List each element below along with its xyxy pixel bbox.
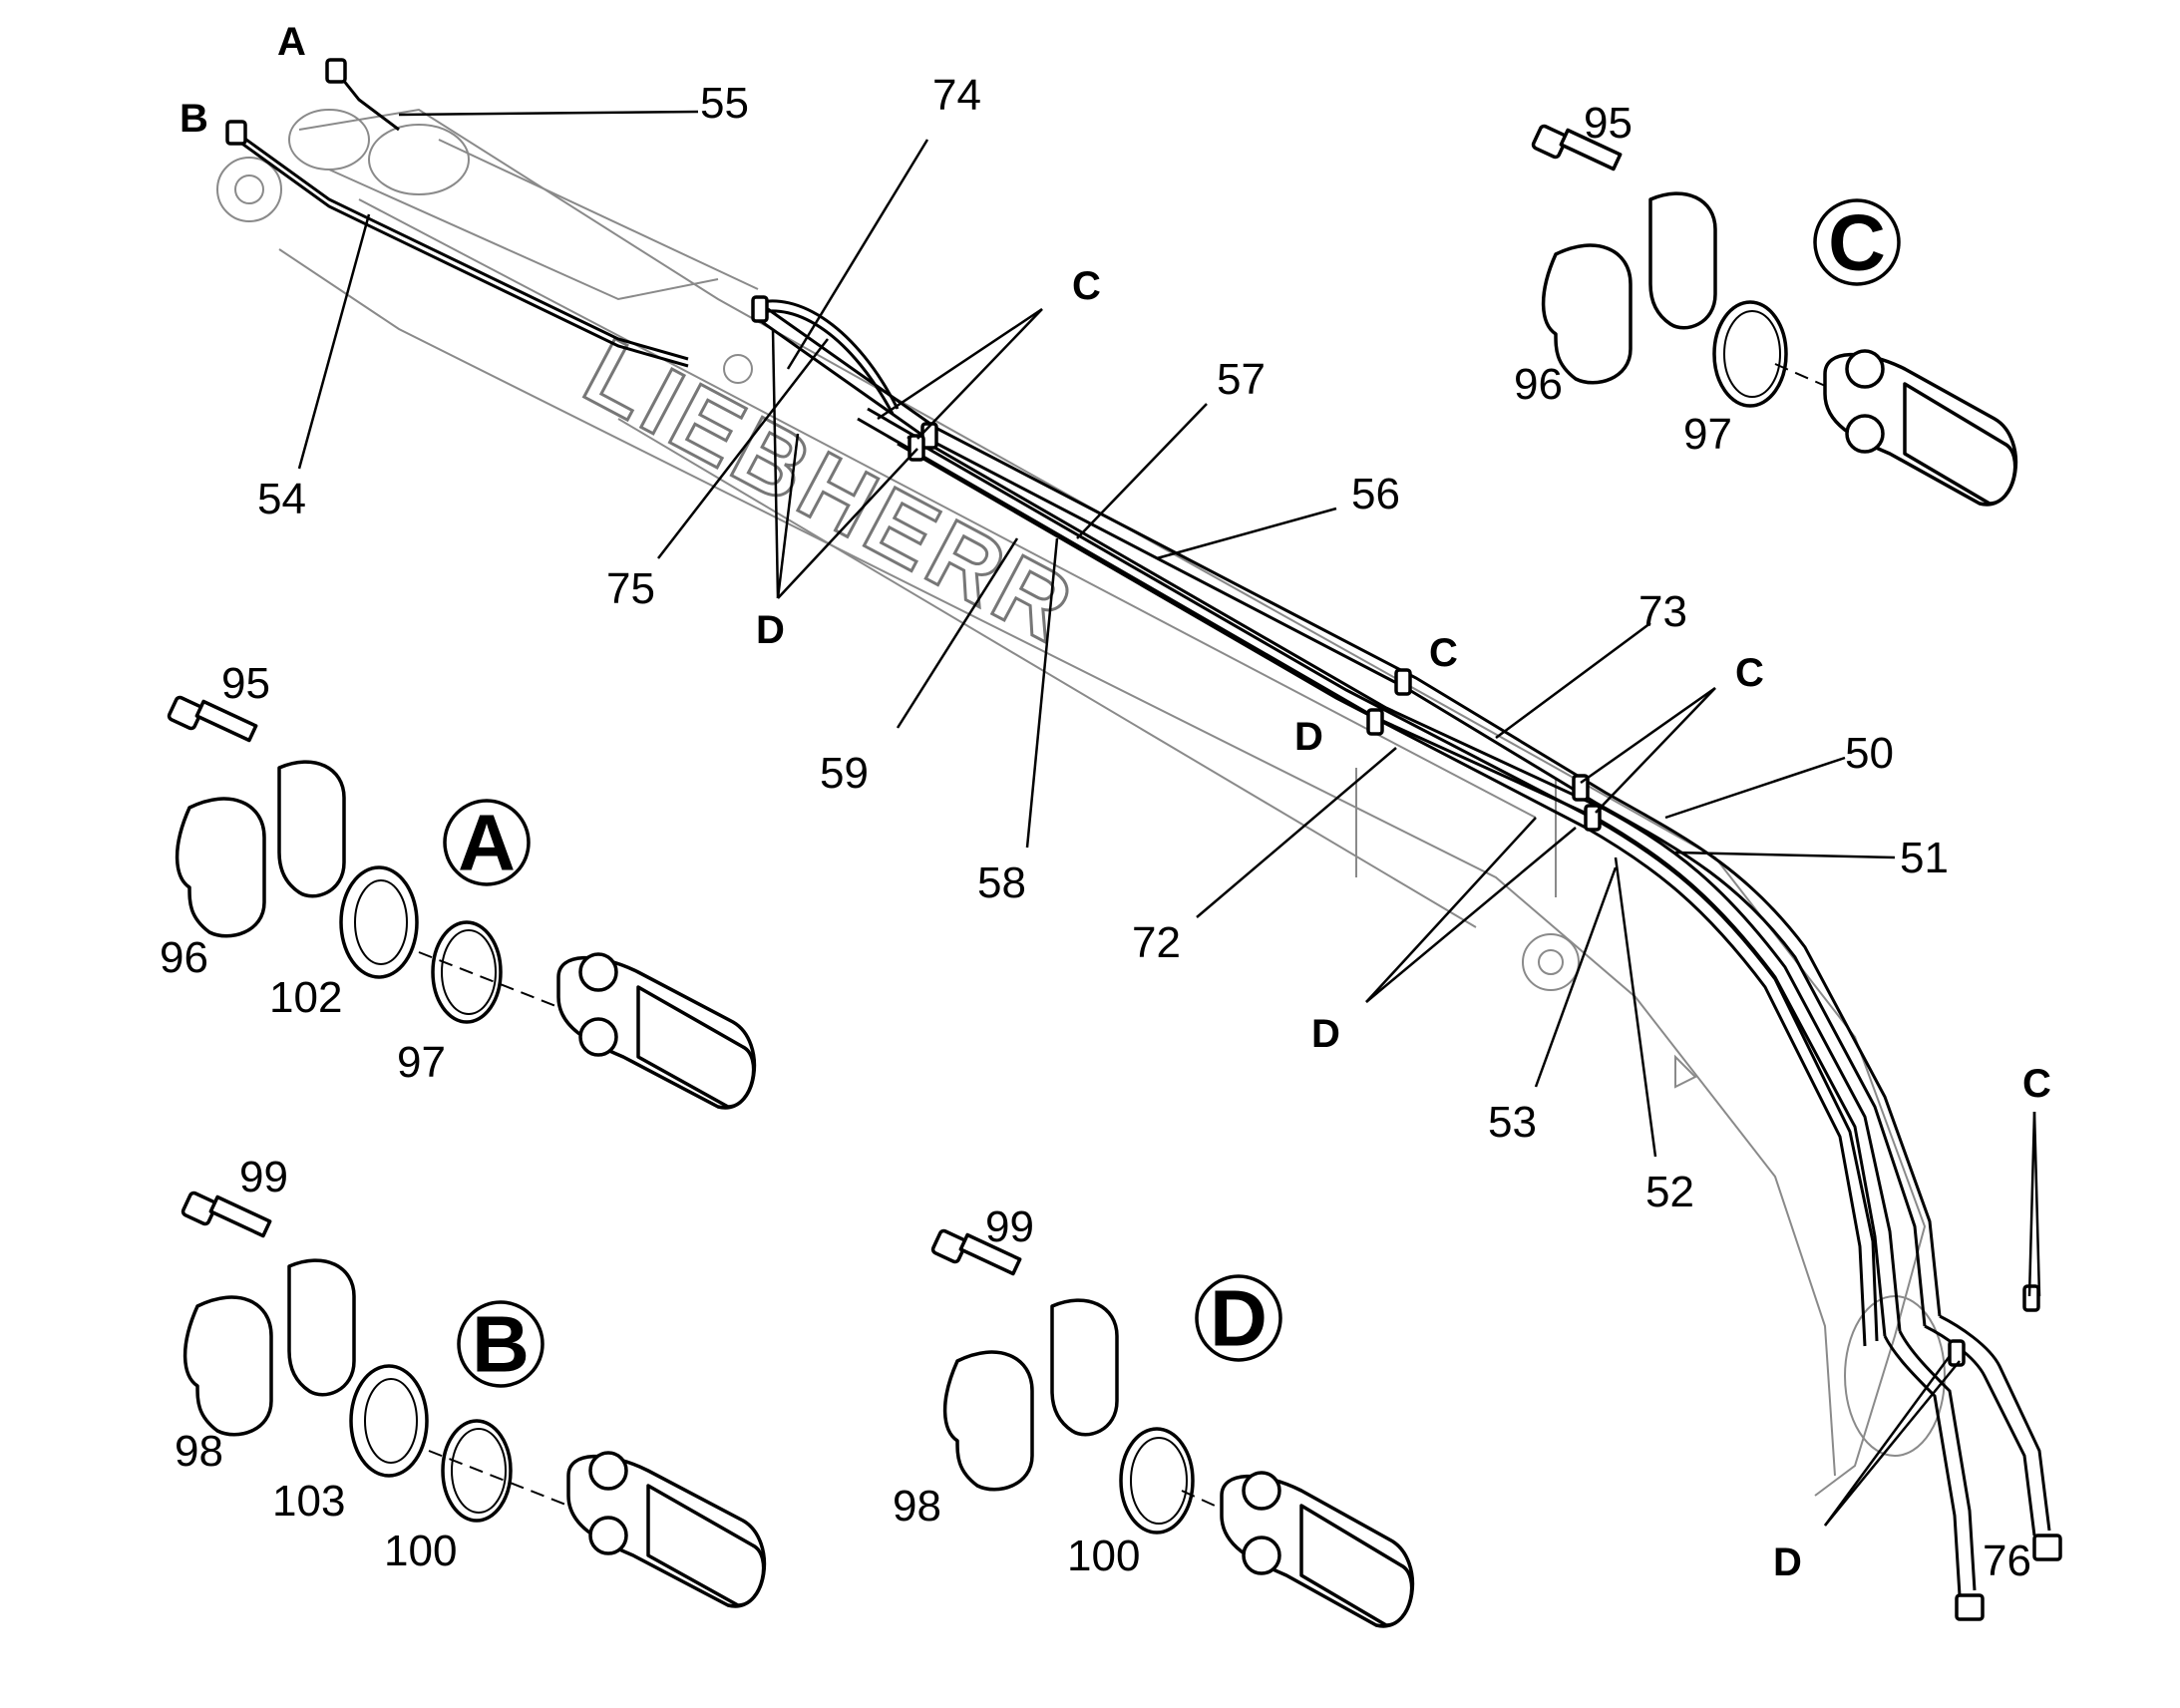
o-ring-100-b — [441, 1419, 513, 1523]
detail-a-assembly: A — [167, 695, 757, 1110]
label-100-d: 100 — [1067, 1532, 1140, 1580]
detail-b-circle — [457, 1300, 545, 1388]
flange-fitting-d — [1220, 1471, 1415, 1628]
label-56: 56 — [1351, 470, 1400, 518]
marker-d-mid-left: D — [1294, 715, 1323, 759]
label-73: 73 — [1638, 587, 1687, 636]
flange-fitting-c — [1823, 349, 2018, 507]
detail-a-letter: A — [458, 799, 516, 887]
detail-a-circle — [443, 799, 531, 886]
marker-c-mid-left: C — [1429, 631, 1458, 675]
bolt-99-d — [930, 1228, 1022, 1276]
label-57: 57 — [1217, 355, 1266, 404]
o-ring-97-c — [1712, 300, 1788, 408]
label-95-c: 95 — [1584, 99, 1633, 148]
label-98-d: 98 — [893, 1482, 941, 1531]
label-95-a: 95 — [221, 659, 270, 708]
marker-c-upper: C — [1072, 264, 1101, 308]
flange-fitting-a — [556, 952, 757, 1110]
label-96-a: 96 — [160, 933, 208, 982]
backup-ring-103 — [349, 1364, 429, 1478]
part-number-labels: A B 55 74 54 75 C D 57 56 59 58 C 73 D C… — [160, 20, 2051, 1585]
fitting-a — [325, 58, 347, 84]
leader-lines — [297, 110, 2041, 1527]
bolt-99-b — [181, 1191, 272, 1238]
o-ring-97 — [431, 920, 503, 1024]
marker-b: B — [180, 97, 208, 141]
bolt-95-c — [1531, 124, 1623, 171]
flange-fitting-b — [566, 1451, 767, 1608]
label-76: 76 — [1983, 1537, 2031, 1585]
half-flange-96-back — [277, 760, 346, 898]
half-flange-96-c — [1541, 243, 1633, 385]
detail-c-assembly: C — [1531, 124, 2018, 507]
label-59: 59 — [820, 749, 869, 798]
detail-b-assembly: B — [181, 1191, 767, 1608]
detail-d-letter: D — [1210, 1274, 1268, 1363]
detail-d-circle — [1195, 1274, 1282, 1362]
detail-d-assembly: D — [930, 1228, 1415, 1628]
hose-lines — [238, 74, 2051, 1596]
detail-c-letter: C — [1828, 198, 1886, 287]
marker-c-mid-right: C — [1735, 651, 1764, 695]
label-50: 50 — [1845, 729, 1894, 778]
marker-d-upper: D — [756, 608, 785, 652]
label-72: 72 — [1132, 918, 1181, 967]
label-55: 55 — [700, 79, 749, 128]
label-100-b: 100 — [384, 1527, 457, 1575]
label-96-c: 96 — [1514, 360, 1563, 409]
half-flange-98-b — [182, 1295, 273, 1437]
backup-ring-102 — [339, 865, 419, 979]
o-ring-100-d — [1119, 1427, 1195, 1535]
fitting-b — [225, 120, 247, 146]
marker-d-lower: D — [1773, 1540, 1802, 1584]
detail-c-circle — [1813, 198, 1901, 286]
half-flange-96 — [175, 797, 266, 938]
half-flange-98-d — [942, 1350, 1034, 1492]
label-58: 58 — [977, 858, 1026, 907]
half-flange-96-c-back — [1648, 191, 1717, 330]
half-flange-98-d-back — [1050, 1298, 1119, 1437]
half-flange-98-b-back — [287, 1258, 356, 1397]
label-98-b: 98 — [175, 1427, 223, 1476]
marker-a: A — [277, 20, 306, 64]
marker-d-mid-right: D — [1311, 1012, 1340, 1056]
bolt-95 — [167, 695, 258, 743]
label-102: 102 — [269, 973, 342, 1022]
label-99-d: 99 — [985, 1202, 1034, 1251]
hose-fittings — [225, 58, 2062, 1621]
label-54: 54 — [257, 475, 306, 523]
label-51: 51 — [1900, 834, 1949, 882]
label-97-a: 97 — [397, 1038, 446, 1087]
marker-c-lower: C — [2022, 1062, 2051, 1106]
label-53: 53 — [1488, 1098, 1537, 1147]
label-99-b: 99 — [239, 1153, 288, 1201]
label-97-c: 97 — [1683, 410, 1732, 459]
label-75: 75 — [606, 564, 655, 613]
label-103: 103 — [272, 1477, 345, 1526]
label-74: 74 — [932, 71, 981, 120]
detail-b-letter: B — [472, 1300, 530, 1389]
label-52: 52 — [1645, 1168, 1694, 1216]
